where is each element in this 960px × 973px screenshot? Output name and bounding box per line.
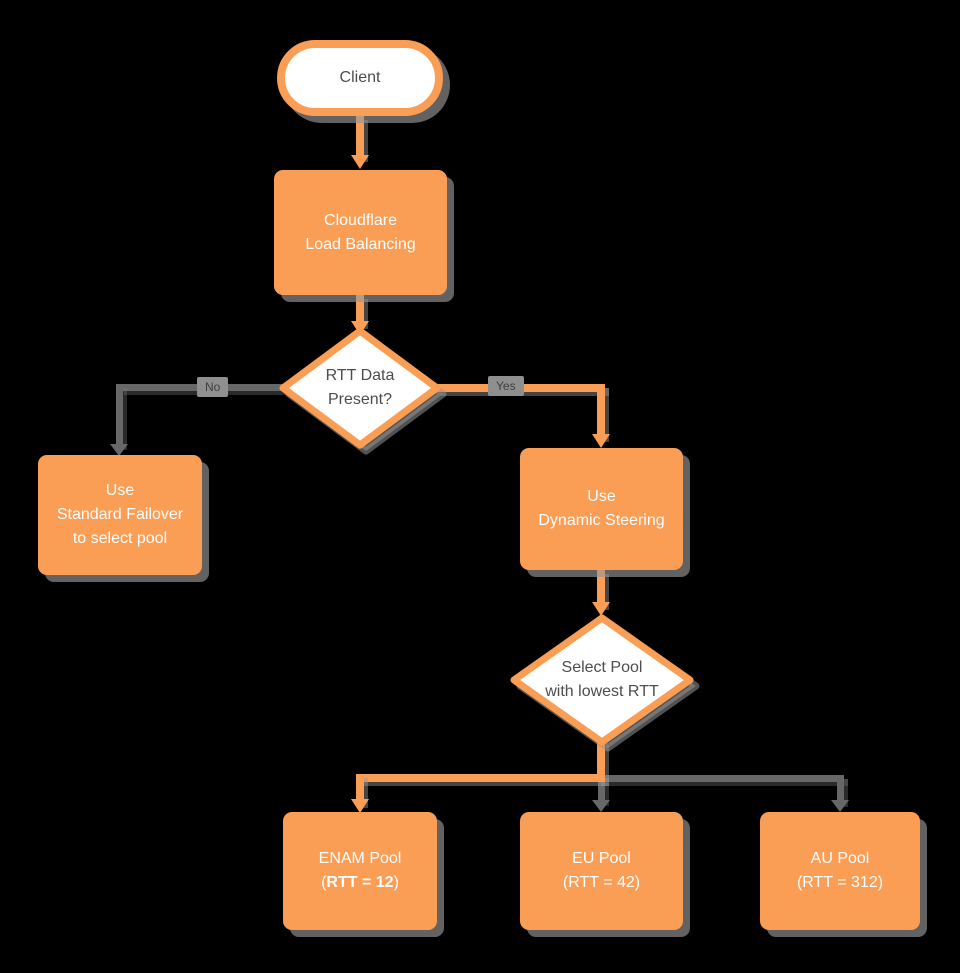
node-enam-pool-line1: ENAM Pool [318, 850, 402, 867]
node-load-balancing-label: Cloudflare Load Balancing [305, 209, 415, 257]
node-load-balancing-line1: Cloudflare [324, 211, 397, 229]
edge-au-horizontal [605, 775, 844, 782]
node-eu-pool: EU Pool (RTT = 42) [520, 812, 683, 930]
node-dynamic-steering-line1: Use [587, 488, 616, 505]
enam-paren-close: ) [393, 874, 399, 891]
edge-eu-vertical [598, 779, 605, 802]
node-au-pool-label: AU Pool (RTT = 312) [797, 847, 883, 895]
node-standard-failover-label: Use Standard Failover to select pool [57, 479, 183, 551]
node-standard-failover: Use Standard Failover to select pool [38, 455, 202, 575]
node-enam-pool-label: ENAM Pool (RTT = 12) [319, 847, 402, 895]
node-dynamic-steering: Use Dynamic Steering [520, 448, 683, 570]
edge-yes-vertical [597, 384, 605, 438]
node-eu-pool-label: EU Pool (RTT = 42) [563, 847, 640, 895]
node-rtt-decision-label: RTT Data Present? [326, 364, 395, 412]
node-dynamic-steering-line2: Dynamic Steering [538, 512, 665, 529]
node-rtt-decision-line1: RTT Data [325, 367, 395, 384]
edge-lb-decision [356, 295, 364, 325]
node-au-pool-line2: (RTT = 312) [796, 874, 884, 891]
edge-au-arrowhead-icon [831, 800, 849, 812]
node-select-pool-shape [510, 614, 700, 752]
edge-no-arrowhead-icon [110, 444, 128, 456]
node-enam-pool-line2: (RTT = 12) [319, 871, 402, 895]
edge-ds-selectpool-arrowhead-icon [592, 602, 610, 616]
node-load-balancing-line2: Load Balancing [305, 235, 416, 253]
node-standard-failover-line1: Use [105, 482, 135, 499]
node-eu-pool-line2: (RTT = 42) [562, 874, 641, 891]
node-eu-pool-line1: EU Pool [572, 850, 631, 867]
enam-paren-open: ( [321, 874, 327, 891]
edge-label-no: No [197, 377, 229, 397]
node-load-balancing: Cloudflare Load Balancing [274, 170, 447, 295]
edge-yes-arrowhead-icon [592, 434, 610, 448]
edge-no-vertical [116, 384, 123, 446]
node-select-pool: Select Pool with lowest RTT [514, 618, 690, 742]
node-rtt-decision-line2: Present? [327, 391, 393, 408]
edge-label-yes: Yes [488, 376, 524, 396]
node-select-pool-line1: Select Pool [561, 659, 643, 676]
edge-enam-arrowhead-icon [351, 799, 369, 813]
node-au-pool: AU Pool (RTT = 312) [760, 812, 920, 930]
edge-client-lb [356, 116, 364, 158]
node-client-label: Client [339, 69, 381, 86]
edge-eu-arrowhead-icon [592, 800, 610, 812]
edge-enam-stem [597, 742, 605, 782]
enam-rtt-value: RTT = 12 [326, 874, 394, 891]
node-enam-pool: ENAM Pool (RTT = 12) [283, 812, 437, 930]
edge-ds-selectpool [597, 570, 605, 606]
node-standard-failover-line2: Standard Failover [56, 506, 184, 523]
node-rtt-decision-shape [279, 327, 447, 455]
edge-enam-vertical [356, 774, 364, 804]
node-client: Client [277, 40, 443, 116]
node-select-pool-label: Select Pool with lowest RTT [545, 656, 659, 704]
diamond-outline [279, 327, 441, 449]
node-standard-failover-line3: to select pool [72, 530, 168, 547]
edge-enam-horizontal [356, 774, 605, 782]
edge-client-lb-arrowhead-icon [351, 155, 369, 169]
node-au-pool-line1: AU Pool [810, 850, 870, 867]
node-rtt-decision: RTT Data Present? [283, 331, 437, 445]
node-dynamic-steering-label: Use Dynamic Steering [538, 485, 664, 533]
node-select-pool-line2: with lowest RTT [545, 683, 659, 700]
edge-au-vertical [837, 775, 844, 803]
diamond-outline [510, 614, 694, 746]
